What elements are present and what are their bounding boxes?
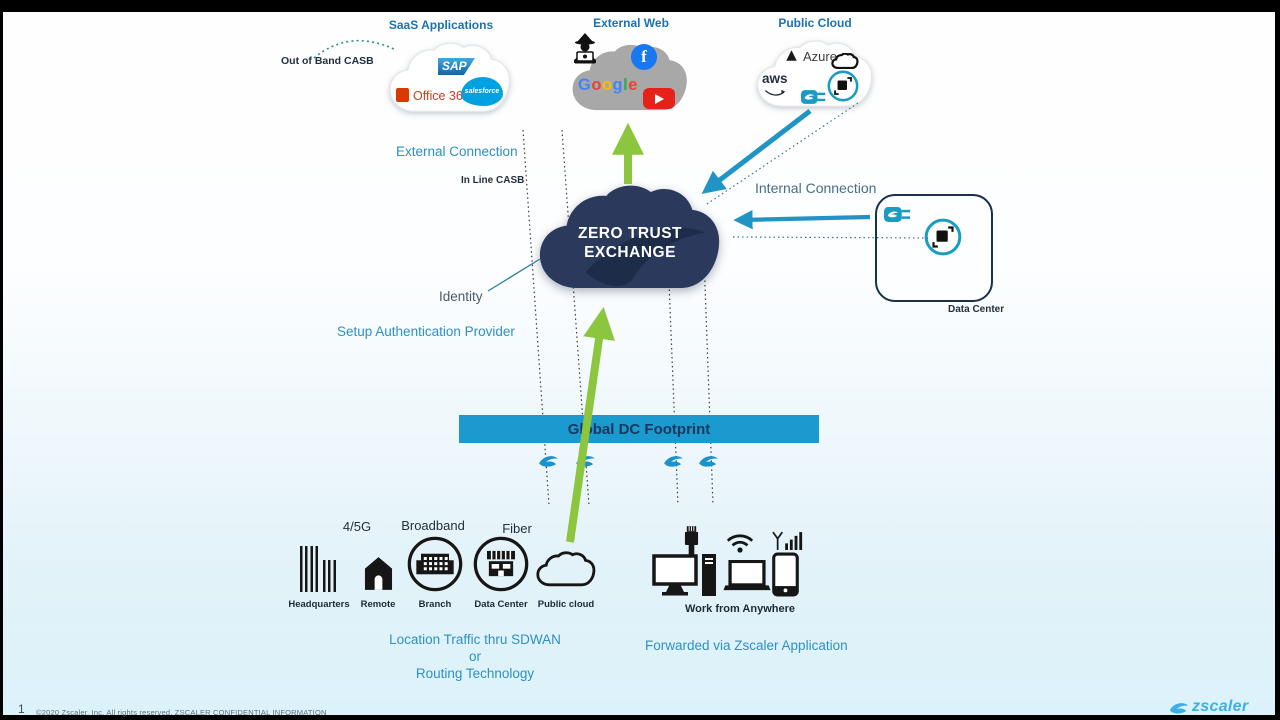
connectivity-45g-label: 4/5G [342,519,372,534]
public-cloud-title: Public Cloud [778,16,852,30]
app-connector-icon [924,218,962,256]
branch-icon [404,536,466,592]
google-logo: Google [578,76,638,94]
wifi-icon [726,534,754,553]
ethernet-icon [684,526,699,562]
location-headquarters: Headquarters [285,540,353,610]
page-number: 1 [18,702,25,716]
azure-icon [786,50,797,61]
location-label: Branch [418,599,452,610]
zscaler-plug-icon [801,90,826,104]
zscaler-swoosh-icon [576,456,595,467]
footer-copyright: ©2020 Zscaler, Inc. All rights reserved.… [36,708,327,717]
desktop-icon [652,554,716,596]
external-connection-label: External Connection [396,144,518,159]
headquarters-icon [285,540,353,592]
location-label: Remote [360,599,396,610]
azure-label: Azure [803,49,837,64]
in-line-casb-label: In Line CASB [461,175,525,186]
cloud-outline-icon [532,540,600,592]
zscaler-logo: zscaler [1168,698,1248,716]
forwarded-caption: Forwarded via Zscaler Application [645,638,848,653]
connectivity-broadband-label: Broadband [401,518,465,533]
house-icon [352,540,404,592]
zscaler-plug-icon [884,207,911,222]
setup-authentication-label: Setup Authentication Provider [337,324,515,339]
connectivity-fiber-label: Fiber [502,521,532,536]
laptop-icon [723,560,771,591]
datacenter-building-icon [468,536,534,592]
work-from-anywhere-label: Work from Anywhere [684,603,796,615]
aws-logo: aws [762,72,788,102]
external-web-title: External Web [593,16,669,30]
phone-icon [772,552,799,597]
zero-trust-exchange-cloud [539,185,720,289]
aws-smile-icon [764,89,786,96]
zscaler-swoosh-icon [539,456,558,467]
cell-signal-icon [772,531,803,550]
location-label: Headquarters [288,599,350,610]
location-data-center: Data Center [468,536,534,610]
location-branch: Branch [404,536,466,610]
saas-applications-title: SaaS Applications [388,18,494,32]
zscaler-swoosh-icon [1169,702,1189,714]
data-center-box-label: Data Center [948,304,1005,315]
data-center-box [875,194,993,302]
location-traffic-caption: Location Traffic thru SDWAN or Routing T… [389,632,561,681]
salesforce-icon: salesforce [461,77,503,106]
app-connector-icon [827,70,859,102]
zscaler-swoosh-icon [699,456,718,467]
zero-trust-exchange-text: ZERO TRUST EXCHANGE [577,225,683,261]
location-label: Data Center [474,599,528,610]
office365-icon [396,88,409,102]
office365-logo: Office 365 [396,87,470,105]
cloud-icon [831,53,859,70]
out-of-band-casb-label: Out of Band CASB [281,55,374,67]
sap-logo: SAP [438,58,475,75]
global-dc-footprint-banner: Global DC Footprint [459,415,819,443]
location-remote: Remote [352,540,404,610]
youtube-icon [643,88,675,109]
facebook-icon: f [631,44,657,70]
hacker-icon [574,33,596,64]
location-label: Public cloud [537,599,595,610]
internal-connection-label: Internal Connection [755,180,877,196]
zscaler-swoosh-icon [664,456,683,467]
location-public-cloud: Public cloud [532,540,600,610]
identity-label: Identity [439,289,483,304]
